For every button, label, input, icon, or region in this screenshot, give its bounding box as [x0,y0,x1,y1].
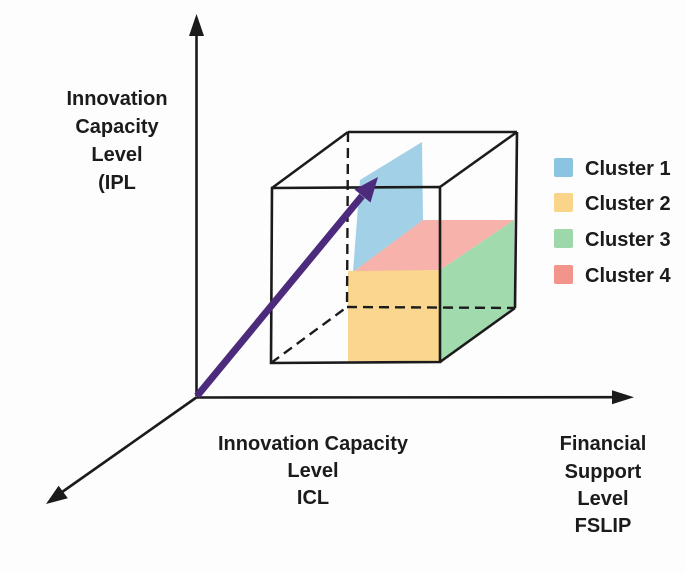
legend-swatch-cluster4 [554,265,573,284]
y-axis-label: Innovation Capacity Level (IPL [66,88,167,194]
axes [46,14,634,504]
y-axis-arrowhead-icon [189,14,204,36]
cluster-planes [348,142,514,361]
legend-item-cluster1: Cluster 1 [554,158,671,180]
y-axis-label-line-4: (IPL [98,172,136,194]
legend-label-cluster3: Cluster 3 [585,229,671,251]
cube-bottom-left-depth-edge [270,306,348,364]
x-axis-label-line-1: Innovation Capacity [218,433,409,455]
y-axis-label-line-1: Innovation [66,88,167,110]
z-axis-label-line-1: Financial [560,433,647,455]
cube-top-right-depth-edge [439,130,518,189]
y-axis-label-line-2: Capacity [75,116,159,138]
legend-swatch-cluster3 [554,229,573,248]
cluster3-plane [440,220,514,361]
legend-swatch-cluster1 [554,158,573,177]
cluster4-plane [353,220,514,272]
legend-label-cluster1: Cluster 1 [585,158,671,180]
legend-label-cluster4: Cluster 4 [585,265,671,287]
cube-bottom-right-depth-edge [439,306,516,364]
legend-label-cluster2: Cluster 2 [585,193,671,215]
x-axis-label-line-2: Level [287,460,338,482]
z-axis-label-line-2: Support [565,461,642,483]
legend-item-cluster2: Cluster 2 [554,193,671,215]
cube-back-left-vertical-edge [345,131,350,308]
cube-back-right-vertical-edge [513,131,519,309]
cluster1-plane [353,142,423,272]
trajectory-arrow [194,177,378,399]
legend-item-cluster4: Cluster 4 [554,265,671,287]
x-axis-label-line-3: ICL [297,487,329,509]
legend: Cluster 1 Cluster 2 Cluster 3 Cluster 4 [554,158,671,287]
z-axis-arrowhead-icon [46,485,68,504]
cube-top-left-depth-edge [271,130,349,190]
z-axis-label-line-4: FSLIP [575,515,632,537]
trajectory-arrowhead-icon [354,177,378,203]
cube-back-bottom-edge [346,305,516,310]
z-axis-label: Financial Support Level FSLIP [560,433,647,537]
z-axis-label-line-3: Level [577,488,628,510]
trajectory-arrow-shaft [194,193,365,399]
legend-swatch-cluster2 [554,193,573,212]
cube-hidden-edges [270,131,516,364]
cluster2-plane [348,270,440,361]
x-axis-arrowhead-icon [612,390,634,405]
z-axis-line [59,395,198,495]
y-axis-label-line-3: Level [91,144,142,166]
x-axis-label: Innovation Capacity Level ICL [218,433,409,509]
legend-item-cluster3: Cluster 3 [554,229,671,251]
